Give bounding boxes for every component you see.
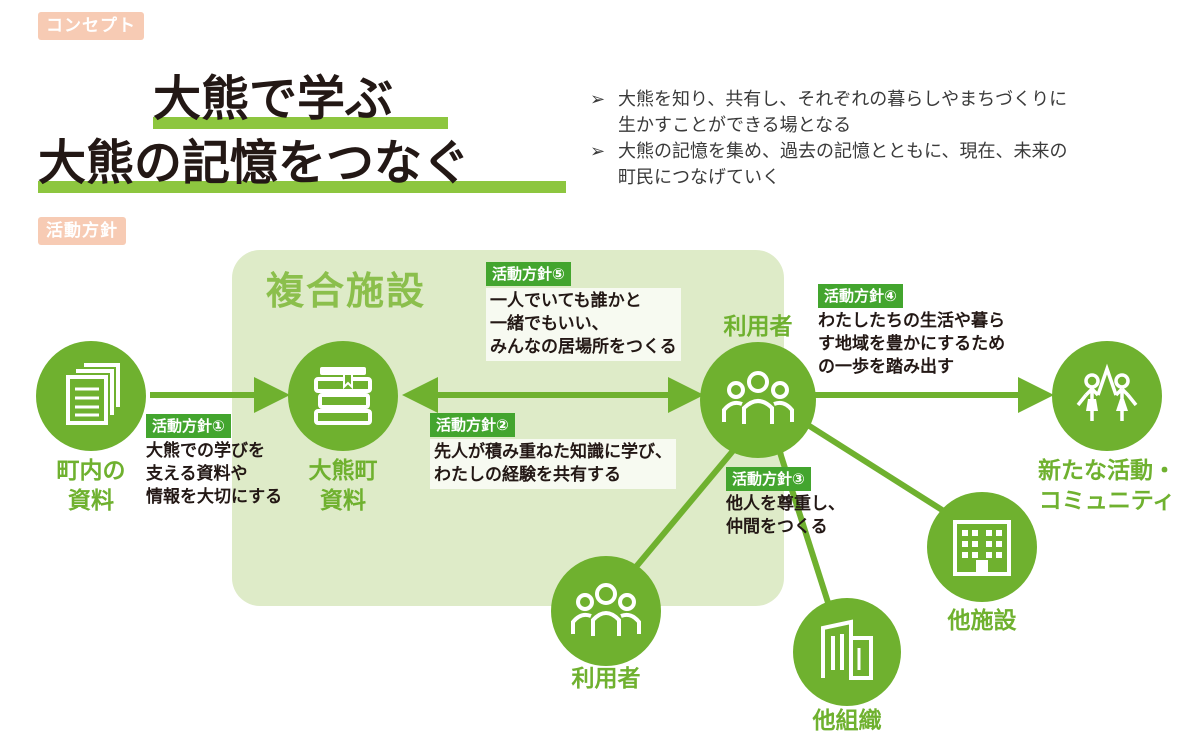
policy-3: 活動方針③ 他人を尊重し、 仲間をつくる bbox=[726, 467, 845, 539]
building-icon bbox=[821, 619, 873, 680]
other-facility-node bbox=[927, 492, 1037, 602]
policy-2-badge: 活動方針② bbox=[430, 413, 515, 437]
users-main-label: 利用者 bbox=[723, 314, 793, 340]
policy-1-text: 大熊での学びを 支える資料や 情報を大切にする bbox=[146, 441, 283, 507]
community-node bbox=[1052, 341, 1162, 451]
users-main-node bbox=[700, 342, 816, 458]
other-org-node bbox=[793, 598, 901, 706]
people-icon bbox=[571, 583, 641, 636]
bullet-item: ➢ 大熊を知り、共有し、それぞれの暮らしやまちづくりに 生かすことができる場とな… bbox=[590, 87, 1180, 139]
bullet-text: 町民につなげていく bbox=[618, 167, 780, 188]
documents-icon bbox=[66, 363, 120, 425]
policy-2-text: 先人が積み重ねた知識に学び、 わたしの経験を共有する bbox=[430, 439, 676, 489]
bullet-arrow-icon: ➢ bbox=[590, 141, 606, 162]
users-sub-label: 利用者 bbox=[571, 666, 641, 692]
title-highlight-2 bbox=[38, 181, 566, 193]
bullet-text: 大熊を知り、共有し、それぞれの暮らしやまちづくりに bbox=[618, 89, 1068, 110]
policy-4-badge: 活動方針④ bbox=[818, 284, 903, 308]
people-icon bbox=[722, 371, 794, 424]
bullet-item: ➢ 大熊の記憶を集め、過去の記憶とともに、現在、未来の 町民につなげていく bbox=[590, 139, 1180, 191]
policy-5-badge: 活動方針⑤ bbox=[486, 262, 571, 286]
policy-tag: 活動方針 bbox=[38, 217, 126, 245]
concept-bullets: ➢ 大熊を知り、共有し、それぞれの暮らしやまちづくりに 生かすことができる場とな… bbox=[590, 87, 1180, 191]
policy-3-badge: 活動方針③ bbox=[726, 467, 811, 491]
page-title-line2: 大熊の記憶をつなぐ bbox=[38, 135, 471, 191]
policy-1-badge: 活動方針① bbox=[146, 414, 231, 438]
policy-4: 活動方針④ わたしたちの生活や暮ら す地域を豊かにするため の一歩を踏み出す bbox=[818, 284, 1005, 379]
bullet-text: 生かすことができる場となる bbox=[618, 115, 852, 136]
policy-2: 活動方針② 先人が積み重ねた知識に学び、 わたしの経験を共有する bbox=[430, 413, 676, 489]
users-sub-node bbox=[551, 556, 661, 666]
policy-5: 活動方針⑤ 一人でいても誰かと 一緒でもいい、 みんなの居場所をつくる bbox=[486, 262, 681, 361]
bullet-text: 大熊の記憶を集め、過去の記憶とともに、現在、未来の bbox=[618, 141, 1068, 162]
facility-title: 複合施設 bbox=[266, 269, 427, 313]
other-org-label: 他組織 bbox=[812, 708, 882, 734]
raised-hands-people-icon bbox=[1076, 363, 1138, 421]
policy-1: 活動方針① 大熊での学びを 支える資料や 情報を大切にする bbox=[146, 414, 282, 509]
okuma-docs-node bbox=[288, 341, 398, 451]
page-title-line1: 大熊で学ぶ bbox=[153, 71, 394, 127]
line-users-to-facility bbox=[798, 417, 952, 518]
books-icon bbox=[314, 367, 372, 425]
office-building-icon bbox=[953, 520, 1011, 576]
policy-5-text: 一人でいても誰かと 一緒でもいい、 みんなの居場所をつくる bbox=[486, 288, 681, 361]
community-label: 新たな活動・コミュニティ bbox=[1038, 458, 1176, 514]
other-facility-label: 他施設 bbox=[947, 608, 1017, 634]
town-docs-label: 町内の資料 bbox=[56, 458, 126, 514]
bullet-arrow-icon: ➢ bbox=[590, 89, 606, 110]
title-highlight-1 bbox=[153, 117, 448, 129]
policy-3-text: 他人を尊重し、 仲間をつくる bbox=[726, 494, 845, 537]
town-docs-node bbox=[36, 341, 146, 451]
okuma-docs-label: 大熊町資料 bbox=[308, 458, 378, 514]
line-users-to-users bbox=[622, 438, 745, 582]
policy-4-text: わたしたちの生活や暮ら す地域を豊かにするため の一歩を踏み出す bbox=[818, 311, 1006, 377]
concept-tag: コンセプト bbox=[38, 12, 144, 40]
